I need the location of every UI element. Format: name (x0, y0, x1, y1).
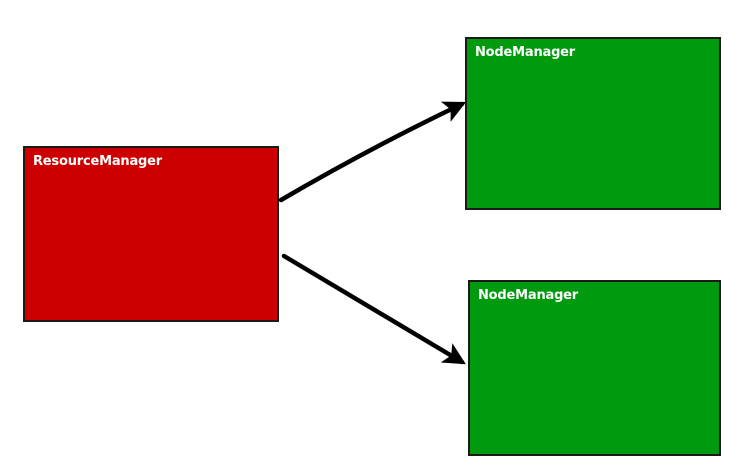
resource-manager-label: ResourceManager (33, 154, 162, 169)
node-manager-box-bottom: NodeManager (468, 280, 721, 456)
node-manager-label-top: NodeManager (475, 45, 576, 60)
arrow-to-node-manager-bottom (281, 253, 466, 365)
resource-manager-box: ResourceManager (23, 146, 279, 322)
node-manager-box-top: NodeManager (465, 37, 721, 210)
node-manager-label-bottom: NodeManager (478, 288, 579, 303)
arrow-to-node-manager-top (278, 101, 467, 203)
